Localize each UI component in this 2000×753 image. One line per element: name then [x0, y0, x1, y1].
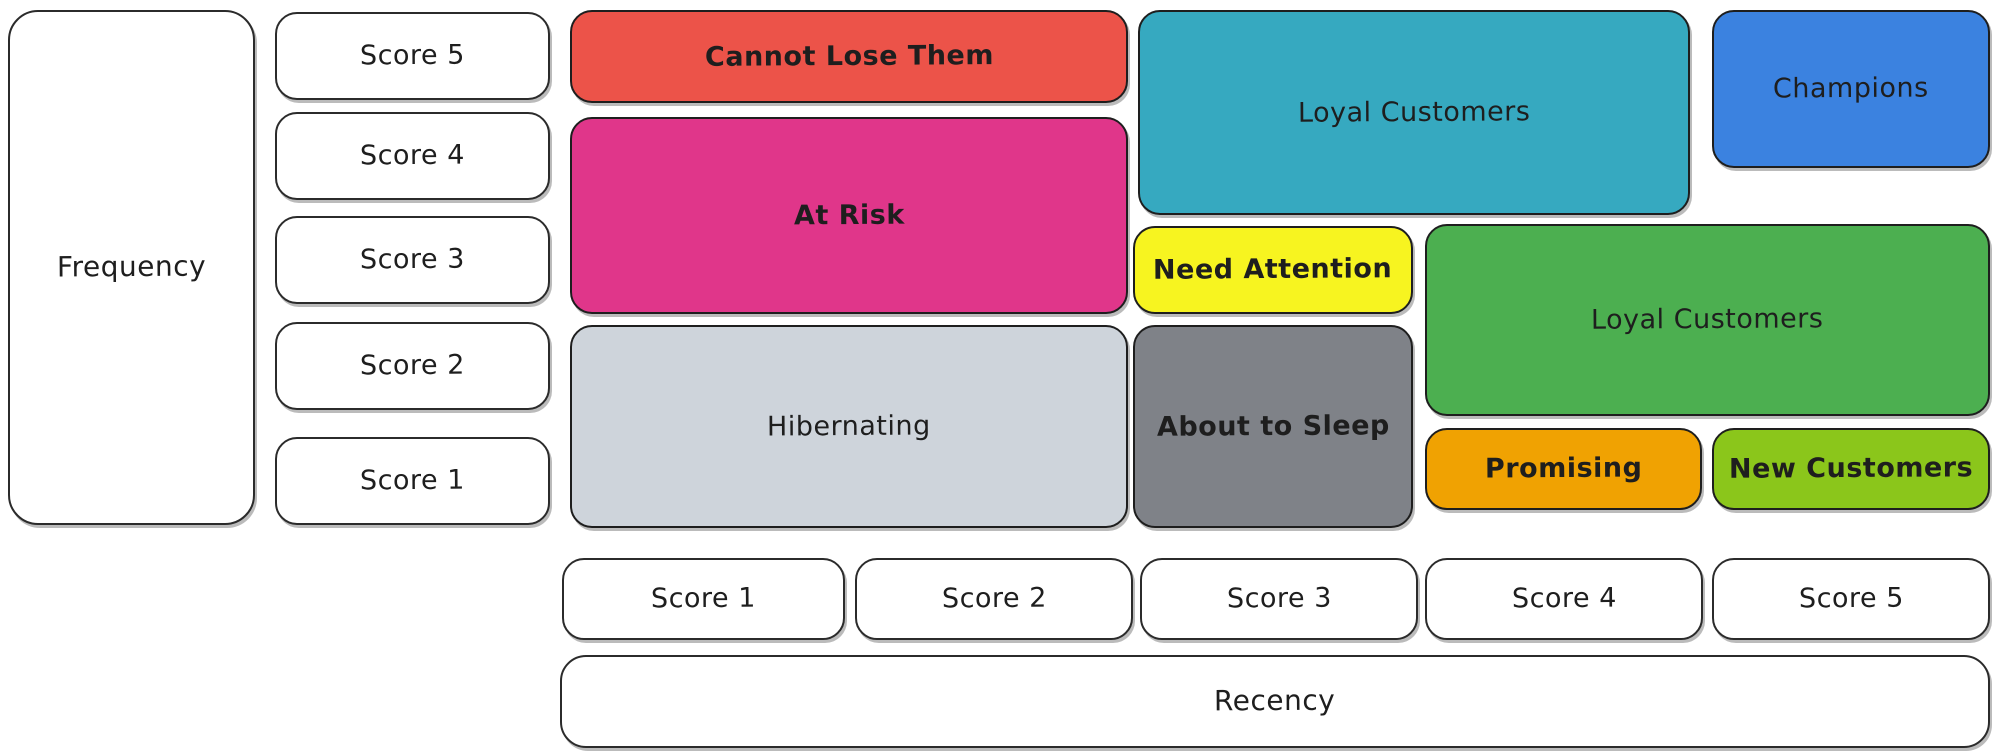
frequency-axis-label: Frequency [8, 10, 255, 525]
segment-promising[interactable]: Promising [1425, 428, 1702, 510]
recency-score-2[interactable]: Score 2 [855, 558, 1133, 640]
segment-hibernating-label: Hibernating [767, 410, 931, 443]
frequency-score-4[interactable]: Score 4 [275, 112, 550, 200]
recency-score-5-label: Score 5 [1798, 583, 1904, 615]
segment-promising-label: Promising [1484, 452, 1643, 485]
segment-new-customers-label: New Customers [1728, 452, 1974, 486]
frequency-score-3[interactable]: Score 3 [275, 216, 550, 304]
recency-score-4[interactable]: Score 4 [1425, 558, 1703, 640]
recency-score-1[interactable]: Score 1 [562, 558, 845, 640]
segment-at-risk-label: At Risk [793, 199, 905, 232]
frequency-score-3-label: Score 3 [359, 244, 466, 276]
recency-score-1-label: Score 1 [650, 583, 757, 615]
frequency-score-4-label: Score 4 [359, 140, 466, 172]
frequency-score-2-label: Score 2 [359, 350, 466, 382]
segment-about-to-sleep-label: About to Sleep [1156, 410, 1390, 443]
segment-champions[interactable]: Champions [1712, 10, 1990, 168]
frequency-score-5[interactable]: Score 5 [275, 12, 550, 100]
segment-loyal-customers-green[interactable]: Loyal Customers [1425, 224, 1990, 416]
segment-cannot-lose-them[interactable]: Cannot Lose Them [570, 10, 1128, 103]
recency-score-4-label: Score 4 [1511, 583, 1617, 615]
segment-new-customers[interactable]: New Customers [1712, 428, 1990, 510]
segment-at-risk[interactable]: At Risk [570, 117, 1128, 314]
segment-loyal-customers-green-label: Loyal Customers [1591, 303, 1824, 337]
recency-axis-label: Recency [560, 655, 1990, 748]
recency-score-3-label: Score 3 [1226, 583, 1332, 615]
segment-about-to-sleep[interactable]: About to Sleep [1133, 325, 1413, 528]
segment-hibernating[interactable]: Hibernating [570, 325, 1128, 528]
recency-score-5[interactable]: Score 5 [1712, 558, 1990, 640]
segment-champions-label: Champions [1773, 72, 1929, 105]
frequency-score-1-label: Score 1 [359, 465, 466, 497]
segment-loyal-customers-teal-label: Loyal Customers [1297, 96, 1531, 129]
frequency-score-1[interactable]: Score 1 [275, 437, 550, 525]
segment-need-attention-label: Need Attention [1153, 253, 1393, 287]
frequency-score-2[interactable]: Score 2 [275, 322, 550, 410]
segment-need-attention[interactable]: Need Attention [1133, 226, 1413, 314]
frequency-axis-text: Frequency [56, 249, 207, 284]
segment-cannot-lose-them-label: Cannot Lose Them [704, 40, 994, 73]
recency-score-2-label: Score 2 [941, 583, 1047, 615]
frequency-score-5-label: Score 5 [359, 40, 466, 72]
segment-loyal-customers-teal[interactable]: Loyal Customers [1138, 10, 1690, 215]
recency-score-3[interactable]: Score 3 [1140, 558, 1418, 640]
recency-axis-text: Recency [1214, 684, 1336, 718]
